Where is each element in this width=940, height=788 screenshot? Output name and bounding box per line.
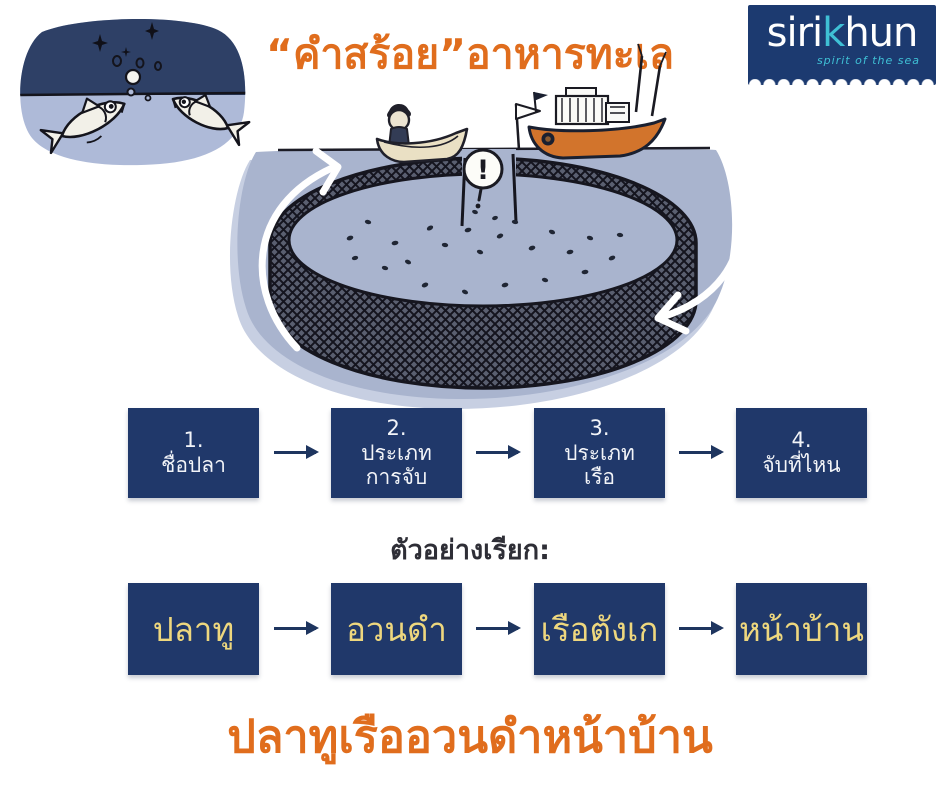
flow-step-label: ประเภท	[361, 440, 432, 465]
jumping-fish-illustration	[20, 18, 251, 166]
flow-step-label: ชื่อปลา	[161, 453, 226, 477]
exclamation-mark: !	[477, 155, 489, 186]
logo-tagline: spirit of the sea	[816, 54, 920, 67]
logo-wordmark: sirikhun	[748, 13, 936, 53]
flow-step-number: 1.	[183, 428, 204, 453]
flow-arrow-icon	[274, 621, 319, 636]
flow-arrow-icon	[274, 445, 319, 460]
flow-step-label: การจับ	[365, 465, 428, 490]
combined-phrase: ปลาทูเรืออวนดำหน้าบ้าน	[227, 710, 713, 763]
seine-net-illustration: !	[229, 43, 745, 410]
flow-arrow-icon	[679, 445, 724, 460]
example-step-label: หน้าบ้าน	[739, 609, 864, 649]
marker-flag	[514, 103, 541, 151]
splash-bubbles	[112, 55, 162, 102]
example-step-2: อวนดำ	[331, 583, 462, 675]
flow-arrow-icon	[476, 621, 521, 636]
rowboat	[375, 103, 469, 164]
flow-step-label: จับที่ไหน	[762, 453, 841, 477]
example-step-label: อวนดำ	[346, 609, 447, 649]
flow-step-number: 3.	[589, 415, 610, 440]
alert-bubble: !	[462, 148, 504, 209]
logo-word-accent: k	[822, 10, 845, 56]
sirikhun-logo: sirikhun spirit of the sea	[748, 5, 936, 91]
fish-left	[39, 97, 126, 155]
logo-scallop-edge	[748, 79, 936, 91]
flow-arrow-icon	[679, 621, 724, 636]
circulation-arrow-left	[258, 147, 342, 352]
flow-step-label: ประเภท	[564, 440, 635, 465]
fish-right	[171, 93, 251, 147]
net-ring	[268, 149, 698, 390]
fish-school	[346, 209, 624, 295]
flow-arrow-icon	[476, 445, 521, 460]
example-step-4: หน้าบ้าน	[736, 583, 867, 675]
flow-step-2: 2. ประเภท การจับ	[331, 408, 462, 498]
example-step-1: ปลาทู	[128, 583, 259, 675]
circulation-arrow-right	[654, 208, 745, 335]
example-step-label: ปลาทู	[152, 609, 235, 649]
logo-word-suffix: hun	[844, 10, 918, 56]
flow-step-number: 4.	[791, 428, 812, 453]
flow-step-3: 3. ประเภท เรือ	[534, 408, 665, 498]
example-step-label: เรือตังเก	[540, 609, 659, 649]
example-label: ตัวอย่างเรียก:	[390, 535, 550, 566]
flow-step-number: 2.	[386, 415, 407, 440]
example-step-3: เรือตังเก	[534, 583, 665, 675]
logo-word-prefix: siri	[766, 10, 824, 56]
flow-step-4: 4. จับที่ไหน	[736, 408, 867, 498]
flow-step-label: เรือ	[583, 465, 616, 490]
sparkle-icons	[92, 22, 159, 57]
trawler-boat	[527, 43, 667, 160]
page-title: “คำสร้อย”อาหารทะเล	[266, 30, 674, 78]
flow-step-1: 1. ชื่อปลา	[128, 408, 259, 498]
